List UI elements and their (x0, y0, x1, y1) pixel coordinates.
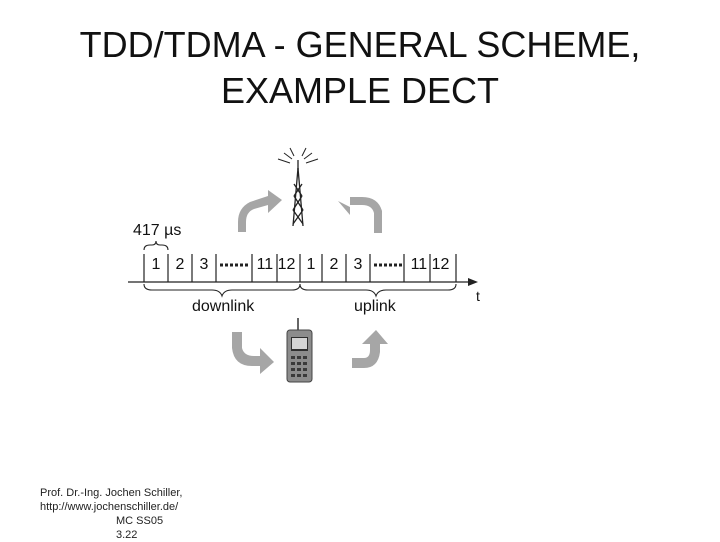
footer: Prof. Dr.-Ing. Jochen Schiller, http://w… (40, 486, 182, 542)
slot-duration-label: 417 µs (133, 222, 181, 240)
slot-label: 2 (168, 256, 192, 274)
uplink-brace (300, 284, 456, 296)
slot-label: 2 (322, 256, 346, 274)
slot-duration-brace (144, 241, 168, 250)
mobile-phone-icon (287, 318, 312, 382)
slot-label: 1 (144, 256, 168, 274)
footer-url: http://www.jochenschiller.de/ (40, 500, 182, 514)
time-axis (128, 278, 478, 286)
slot-label-end: 11 12 (404, 256, 456, 274)
uplink-label: uplink (354, 298, 396, 316)
arrow-bottom-left-icon (232, 332, 274, 374)
arrow-top-left-icon (238, 190, 282, 232)
slot-label: 1 (300, 256, 322, 274)
slot-label: 3 (192, 256, 216, 274)
downlink-brace (144, 284, 300, 296)
footer-author: Prof. Dr.-Ing. Jochen Schiller, (40, 486, 182, 500)
footer-course: MC SS05 (40, 514, 182, 528)
arrow-bottom-right-icon (352, 330, 388, 368)
slot-label: 3 (346, 256, 370, 274)
slot-label-end: 11 12 (252, 256, 300, 274)
downlink-label: downlink (192, 298, 254, 316)
antenna-tower-icon (278, 148, 318, 226)
arrow-top-right-icon (338, 197, 382, 233)
time-label: t (476, 288, 480, 304)
